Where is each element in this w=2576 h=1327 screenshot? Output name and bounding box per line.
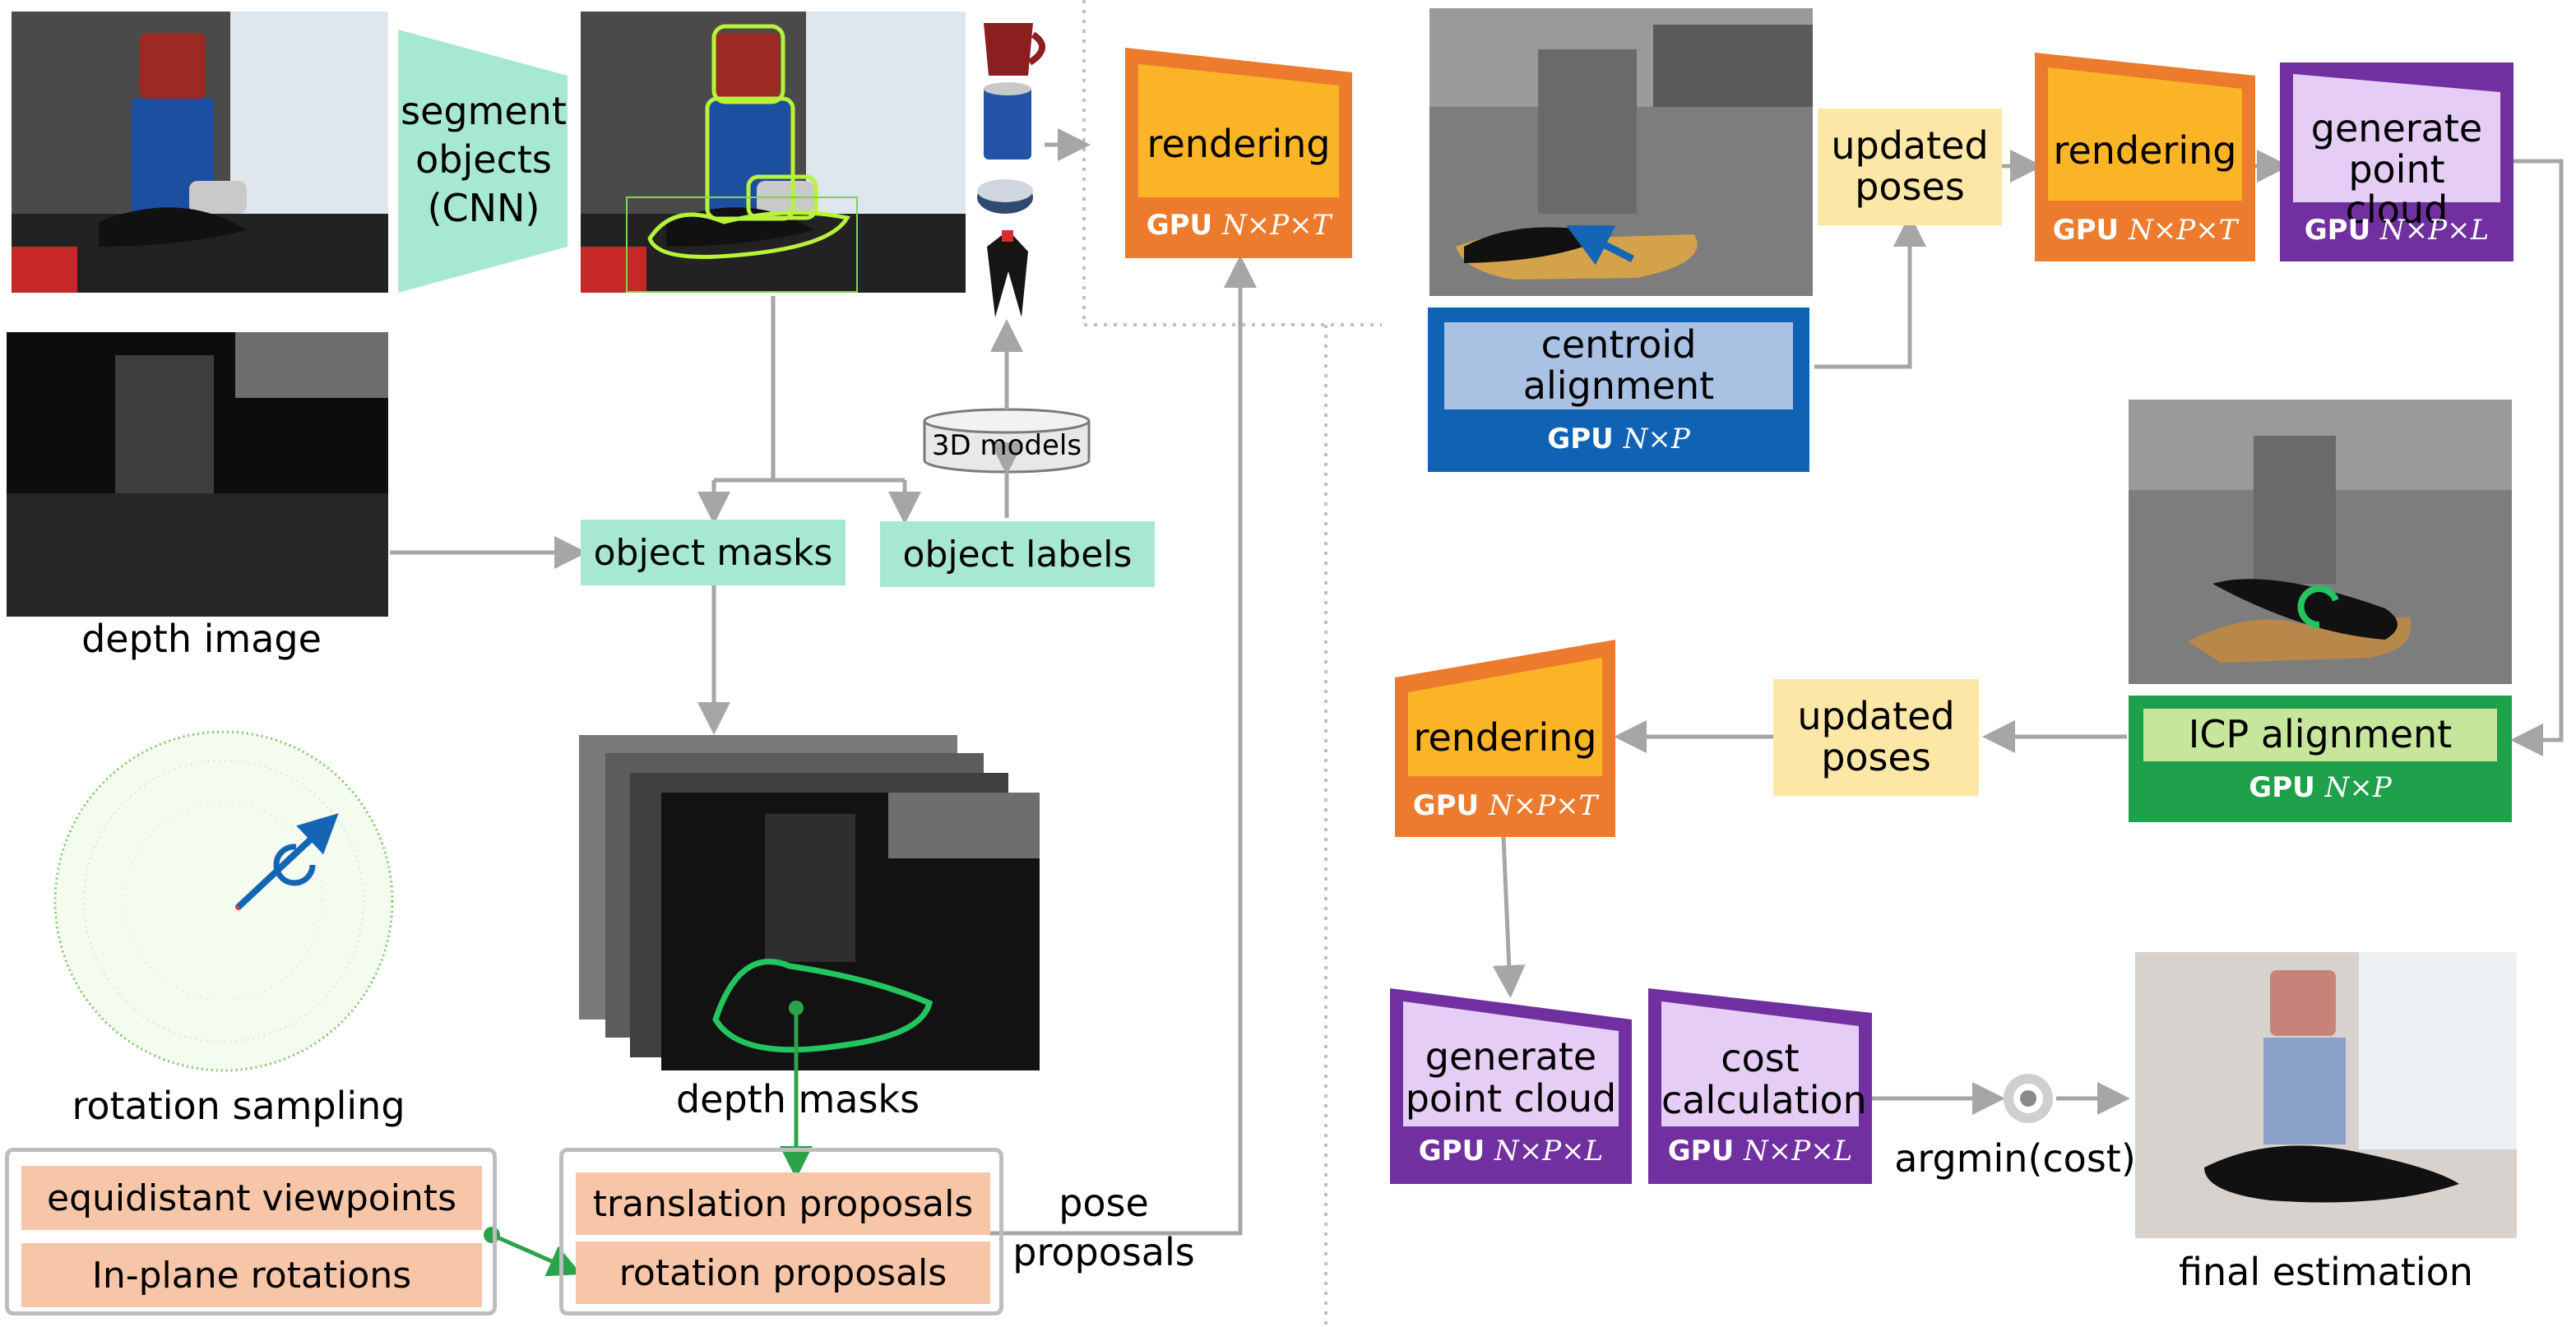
icp-gpu-label: GPU: [2249, 771, 2315, 804]
depth-masks-caption: depth masks: [675, 1077, 920, 1121]
rendering-3-dims: N×P×T: [1489, 789, 1598, 822]
proposal-item-translation-label: translation proposals: [592, 1182, 974, 1225]
point-cloud-1-title: generate point cloud: [2310, 106, 2483, 233]
rendering-2-gpu-label: GPU: [2052, 214, 2120, 247]
segment-objects-label: segment objects (CNN): [401, 89, 567, 230]
centroid-alignment-inner: centroid alignment: [1444, 322, 1793, 409]
rendering-3-title: rendering: [1413, 715, 1597, 760]
3d-models-label: 3D models: [931, 429, 1082, 462]
rendering-3-gpu: GPU N×P×T: [1395, 789, 1615, 822]
proposal-item-rotation: rotation proposals: [576, 1241, 990, 1304]
rotation-sampling-caption: rotation sampling: [72, 1084, 405, 1128]
sampling-item-inplane-label: In-plane rotations: [91, 1254, 412, 1297]
separator-lines: [1082, 0, 1382, 1327]
sampling-item-inplane: In-plane rotations: [21, 1243, 482, 1307]
point-cloud-1-dims: N×P×L: [2380, 214, 2490, 247]
right-arrows: [1492, 150, 2564, 1115]
object-masks-label: object masks: [593, 531, 833, 574]
depth-icp-view: [2129, 400, 2512, 684]
object-masks-box: object masks: [581, 520, 846, 585]
icp-gpu: GPU N×P: [2249, 771, 2391, 804]
point-cloud-2-gpu: GPU N×P×L: [1390, 1135, 1632, 1167]
final-estimation-photo: [2135, 952, 2517, 1238]
depth-masks-stack: [579, 735, 1040, 1070]
centroid-dims: N×P: [1623, 423, 1690, 455]
sampling-frame: [5, 1148, 497, 1315]
point-cloud-1-gpu: GPU N×P×L: [2280, 215, 2513, 246]
sampling-item-viewpoints-label: equidistant viewpoints: [47, 1177, 456, 1219]
depth-image-caption: depth image: [81, 617, 322, 661]
point-cloud-2-dims: N×P×L: [1494, 1135, 1604, 1167]
model-thumbnails: [977, 23, 1045, 317]
rendering-1-gpu: GPU N×P×T: [1125, 210, 1352, 241]
rotation-sphere: [53, 730, 394, 1072]
argmin-target: [2004, 1074, 2053, 1123]
cost-dims: N×P×L: [1744, 1135, 1853, 1167]
point-cloud-2-title: generate point cloud: [1405, 1034, 1617, 1121]
object-labels-box: object labels: [880, 521, 1155, 587]
point-cloud-2-gpu-label: GPU: [1418, 1135, 1485, 1167]
proposal-item-rotation-label: rotation proposals: [619, 1251, 947, 1294]
segment-funnel: [398, 30, 568, 293]
updated-poses-2-box: updated poses: [1773, 679, 1979, 796]
proposal-item-translation: translation proposals: [576, 1172, 990, 1235]
rgb-input-photo: [12, 12, 388, 293]
rendering-1-gpu-label: GPU: [1146, 209, 1213, 242]
centroid-alignment-box: centroid alignment GPU N×P: [1428, 307, 1809, 472]
rendering-3-gpu-label: GPU: [1412, 789, 1480, 822]
icp-alignment-box: ICP alignment GPU N×P: [2129, 696, 2512, 822]
rendering-2-title: rendering: [2053, 128, 2237, 173]
cost-gpu-label: GPU: [1667, 1135, 1735, 1167]
depth-centroid-view: [1429, 8, 1813, 296]
sampling-item-viewpoints: equidistant viewpoints: [21, 1166, 482, 1230]
rendering-1-title: rendering: [1147, 122, 1331, 166]
rendering-2-gpu: GPU N×P×T: [2035, 215, 2255, 246]
rendering-2-dims: N×P×T: [2129, 214, 2238, 247]
updated-poses-1-box: updated poses: [1818, 109, 2002, 225]
cost-gpu: GPU N×P×L: [1648, 1135, 1872, 1167]
cost-title: cost calculation: [1661, 1036, 1867, 1122]
centroid-gpu-label: GPU: [1547, 423, 1614, 455]
centroid-gpu: GPU N×P: [1547, 423, 1689, 455]
pose-proposals-label: pose proposals: [1012, 1181, 1195, 1274]
point-cloud-1-gpu-label: GPU: [2304, 214, 2371, 247]
left-arrows: [390, 128, 1257, 1236]
rendering-1-dims: N×P×T: [1222, 209, 1332, 242]
depth-image: [7, 332, 388, 617]
object-labels-label: object labels: [902, 533, 1133, 576]
icp-dims: N×P: [2324, 771, 2392, 804]
icp-alignment-inner: ICP alignment: [2143, 709, 2497, 761]
segmented-photo: [581, 12, 966, 293]
final-estimation-caption: final estimation: [2179, 1250, 2473, 1294]
argmin-label: argmin(cost): [1894, 1136, 2136, 1181]
proposals-frame: [559, 1148, 1003, 1315]
